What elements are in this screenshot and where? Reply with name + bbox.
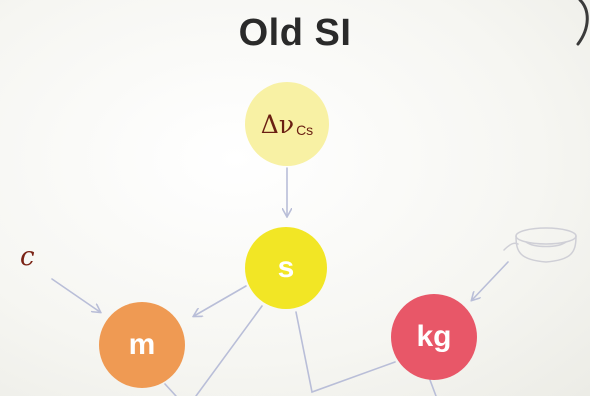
line-m-down — [164, 383, 177, 396]
speed-of-light-constant: c — [20, 242, 35, 272]
kilogram-prototype-sketch-icon — [503, 227, 577, 263]
second-node: s — [245, 227, 327, 309]
arrow-s-to-m — [194, 285, 247, 316]
kilogram-label: kg — [416, 320, 452, 353]
kilogram-node: kg — [391, 294, 477, 380]
meter-label: m — [128, 328, 156, 361]
line-kg-down — [429, 379, 437, 396]
corner-shadow-icon — [576, 0, 589, 46]
line-s-down — [295, 311, 396, 394]
slide-title: Old SI — [238, 12, 352, 54]
meter-node: m — [99, 302, 185, 388]
line-s-to-m-down — [195, 305, 263, 396]
delta-nu-symbol: Δν — [260, 109, 295, 139]
arrow-c-to-m — [51, 278, 100, 312]
delta-nu-subscript: Cs — [296, 122, 314, 138]
arrow-prototype-to-kg — [472, 261, 509, 300]
second-label: s — [277, 251, 295, 284]
